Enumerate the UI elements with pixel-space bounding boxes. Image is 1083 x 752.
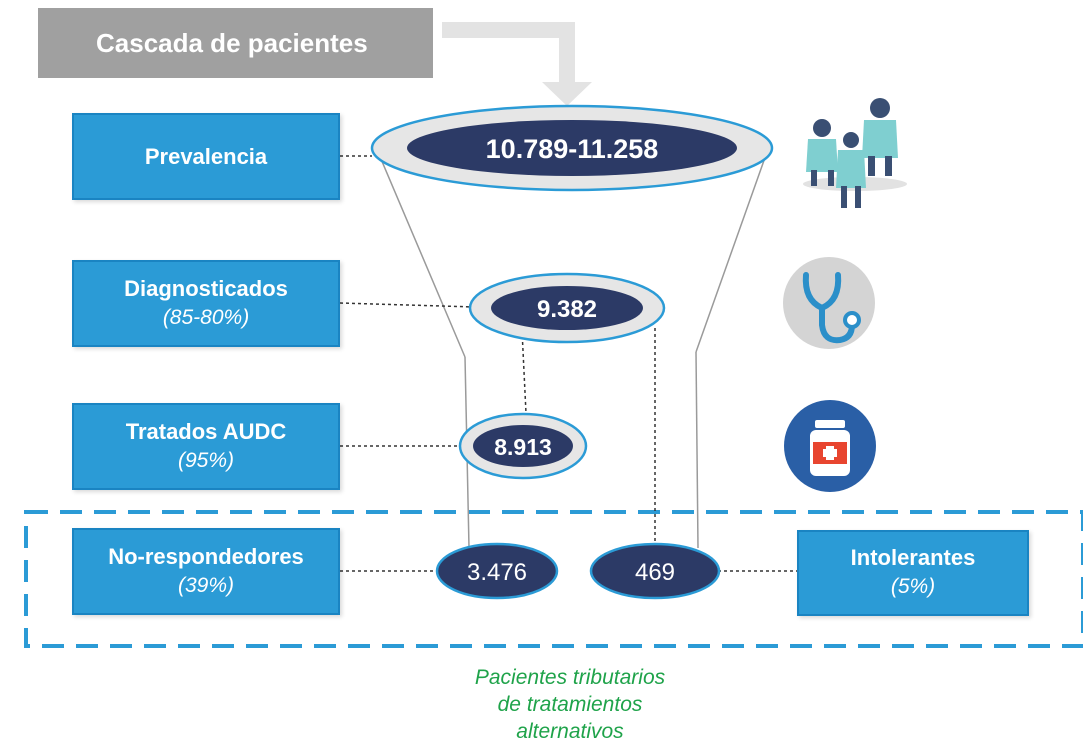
intolerantes-box: Intolerantes (5%) [797,530,1029,616]
tratados-value: 8.913 [494,434,552,460]
tratados-percent: (95%) [177,448,235,472]
no-respondedores-label: No-respondedores [108,543,304,569]
alternative-treatment-region [24,510,1083,648]
no-respondedores-percent: (39%) [177,573,235,597]
no-respondedores-ellipse: 3.476 [435,542,559,600]
diagnosticados-box: Diagnosticados (85-80%) [72,260,340,347]
prevalencia-value: 10.789-11.258 [486,134,659,164]
caption-line-2: de tratamientos [497,693,643,716]
internal-connectors [521,328,656,551]
alternative-treatment-caption: Pacientes tributarios de tratamientos al… [430,664,710,745]
medicine-bottle-icon [784,400,876,492]
no-respondedores-box: No-respondedores (39%) [72,528,340,615]
diagnosticados-percent: (85-80%) [162,305,250,329]
caption-line-1: Pacientes tributarios [474,666,666,689]
patients-group-icon [803,98,907,208]
prevalencia-label: Prevalencia [144,143,268,169]
tratados-label: Tratados AUDC [125,418,287,444]
intolerantes-percent: (5%) [890,575,936,598]
intolerantes-value: 469 [635,559,675,586]
page-title-text: Cascada de pacientes [96,27,368,58]
diagnosticados-ellipse: 9.382 [468,272,666,344]
title-arrow [442,22,592,106]
stethoscope-icon [783,257,875,349]
prevalencia-ellipse: 10.789-11.258 [370,104,774,192]
tratados-ellipse: 8.913 [458,412,588,480]
no-respondedores-value: 3.476 [467,559,527,586]
intolerantes-label: Intolerantes [850,545,976,570]
intolerantes-ellipse: 469 [589,542,721,600]
box-connectors [339,155,797,572]
tratados-box: Tratados AUDC (95%) [72,403,340,490]
prevalencia-box: Prevalencia [72,113,340,200]
funnel-lines [377,151,768,549]
caption-line-3: alternativos [516,720,624,743]
page-title: Cascada de pacientes [38,8,433,78]
diagnosticados-value: 9.382 [537,296,597,323]
diagnosticados-label: Diagnosticados [124,275,288,301]
